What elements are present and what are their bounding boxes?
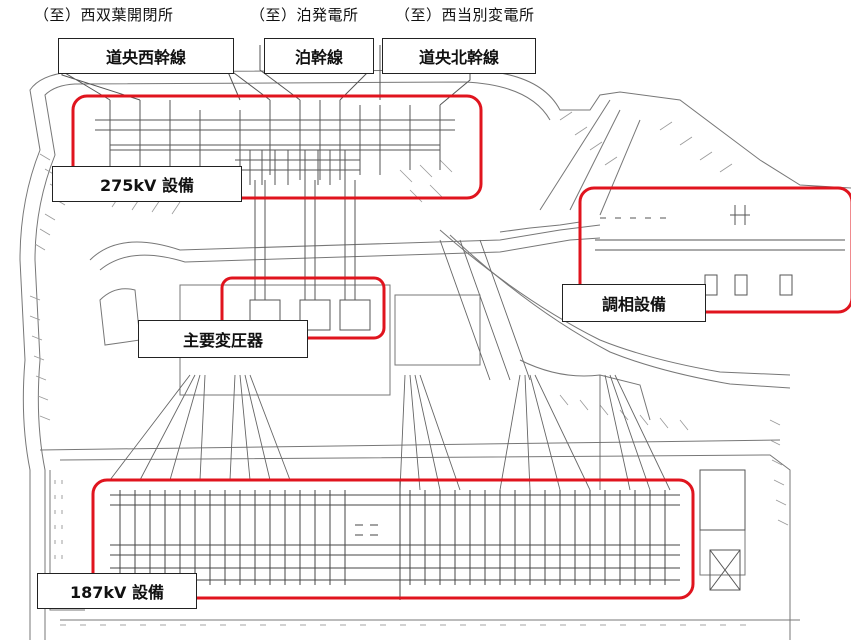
- site-outline: [19, 69, 851, 640]
- destination-west-tobetsu: （至）西当別変電所: [395, 6, 535, 24]
- label-phase-modifying-equipment: 調相設備: [562, 284, 706, 322]
- label-main-transformer: 主要変圧器: [138, 320, 308, 358]
- label-line-tomari: 泊幹線: [264, 38, 374, 74]
- destination-tomari: （至）泊発電所: [250, 6, 359, 24]
- label-line-dooo-kita: 道央北幹線: [382, 38, 536, 74]
- embankment-hatching: [29, 111, 789, 526]
- highlight-275kv: [71, 94, 483, 200]
- yard-187kv: [110, 480, 680, 600]
- destination-west-futaba: （至）西双葉開閉所: [34, 6, 174, 24]
- label-275kv-equipment: 275kV 設備: [52, 166, 242, 202]
- transformer-area: [249, 180, 371, 331]
- perimeter-fence-marks: [54, 480, 746, 626]
- control-building: [699, 469, 746, 591]
- label-187kv-equipment: 187kV 設備: [37, 573, 197, 609]
- highlight-187kv: [91, 478, 695, 600]
- label-line-dooo-nishi: 道央西幹線: [58, 38, 234, 74]
- phase-equipment: [595, 205, 845, 296]
- highlight-phase: [578, 186, 851, 314]
- yard-275kv: [95, 100, 455, 185]
- interconnect-lines: [109, 239, 671, 491]
- highlight-boxes: [71, 94, 851, 600]
